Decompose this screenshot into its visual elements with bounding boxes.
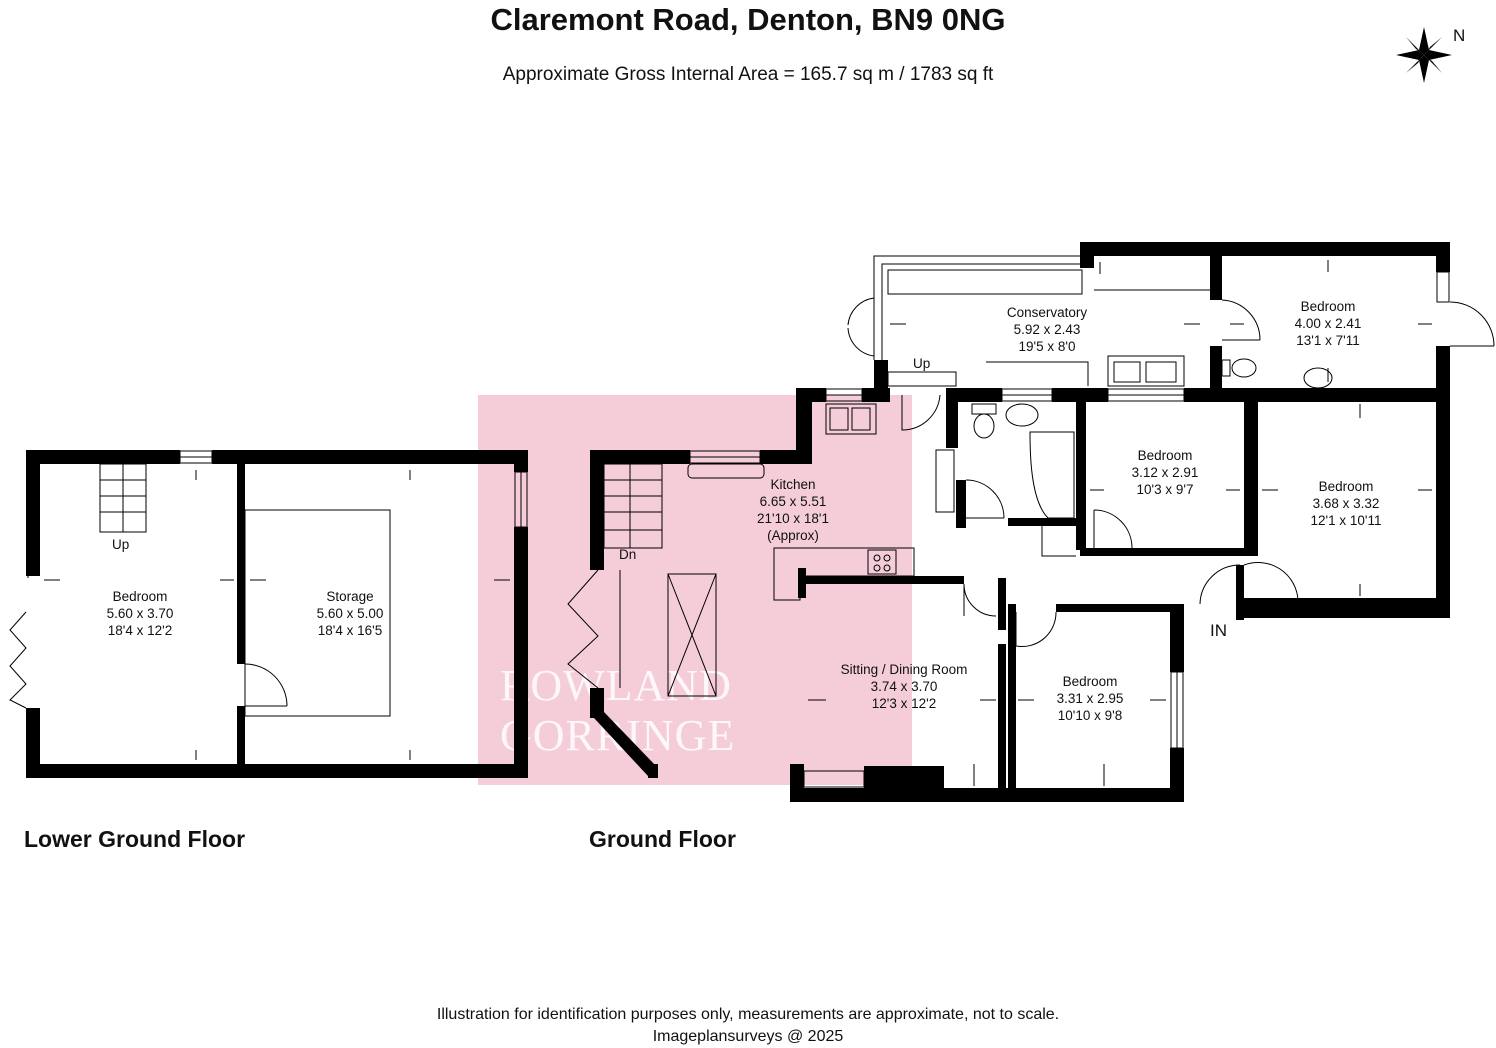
disclaimer-text: Illustration for identification purposes… (436, 1006, 1060, 1023)
credit-text: Imageplansurveys @ 2025 (652, 1028, 844, 1045)
compass-rose-icon (1396, 27, 1452, 83)
entrance-label: IN (1210, 621, 1227, 640)
lower-ground-details (9, 450, 528, 717)
gross-area-subtitle: Approximate Gross Internal Area = 165.7 … (502, 64, 994, 85)
compass-north-label: N (1453, 26, 1466, 45)
steps-up-label-conservatory: Up (913, 356, 931, 371)
svg-text:ROWLAND: ROWLAND (500, 661, 732, 710)
stairs-down-label-ground: Dn (619, 547, 637, 562)
floor-label-lower-ground: Lower Ground Floor (24, 826, 246, 852)
page-title: Claremont Road, Denton, BN9 0NG (490, 2, 1006, 37)
floor-label-ground: Ground Floor (589, 826, 736, 852)
ground-walls (590, 242, 1450, 802)
dimension-arrows (44, 260, 1432, 786)
watermark-logo: ROWLAND GORRINGE (500, 661, 734, 760)
highlight-area (478, 395, 912, 785)
lower-ground-walls (26, 450, 528, 778)
ground-details (567, 255, 1495, 788)
stairs-up-label-lower: Up (112, 537, 130, 552)
